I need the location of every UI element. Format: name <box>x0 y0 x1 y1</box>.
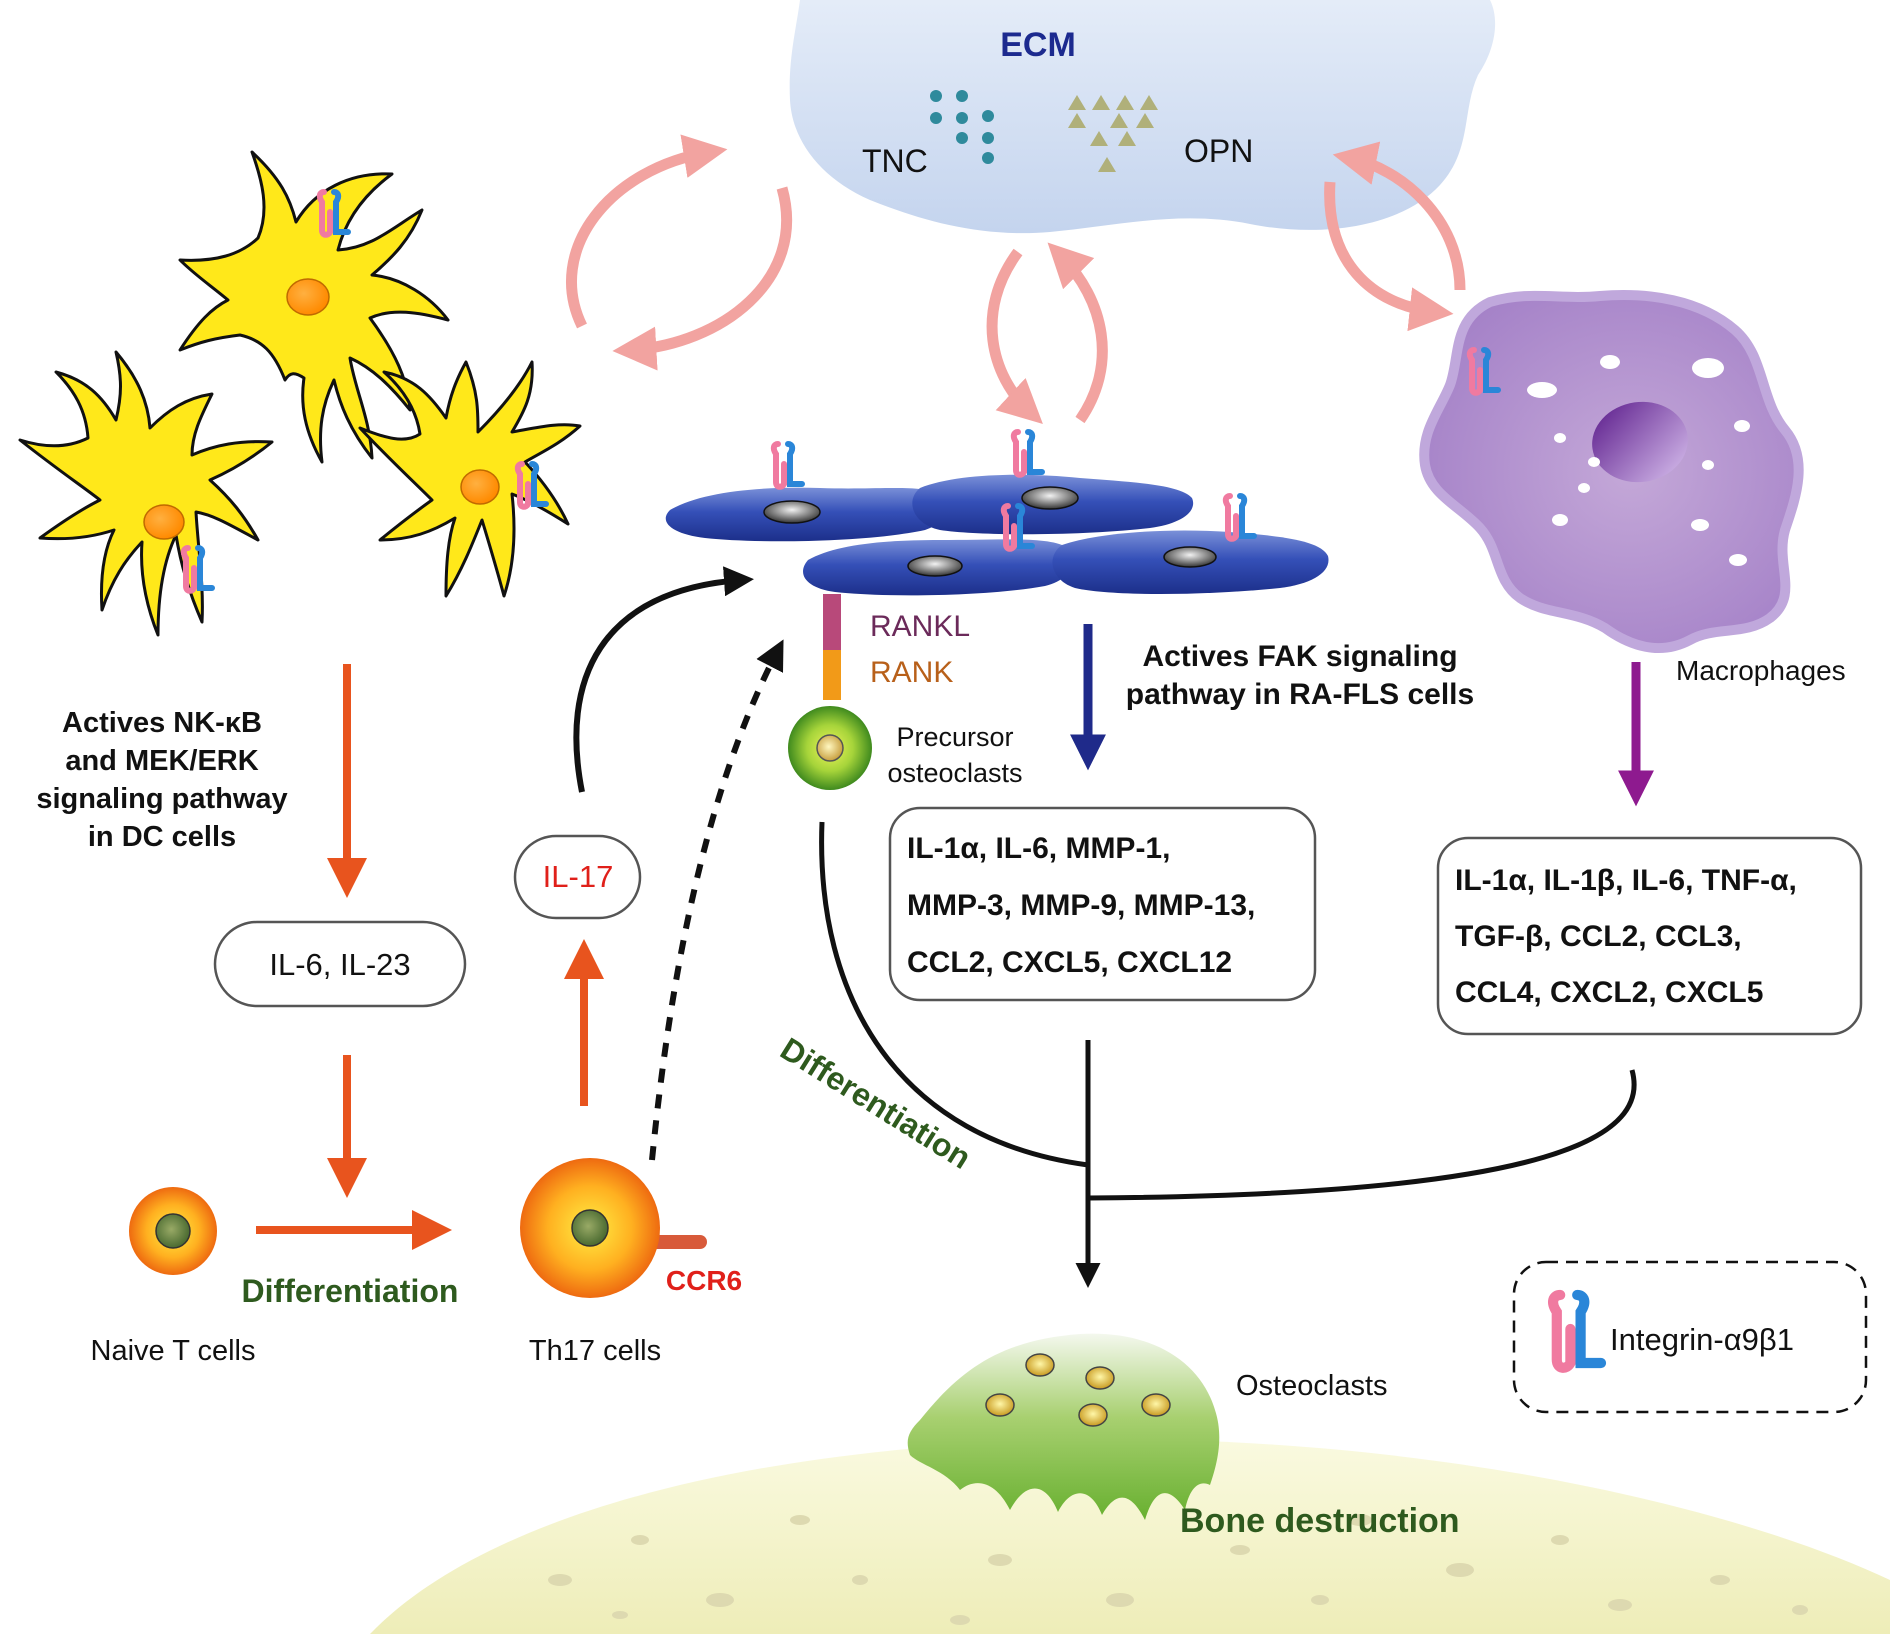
fls-cell <box>665 444 948 542</box>
orange-arrows <box>256 664 604 1250</box>
bone <box>370 1439 1890 1634</box>
opn-triangles-icon <box>1068 95 1158 172</box>
macrophage <box>1419 290 1804 653</box>
bone-texture <box>548 1514 1808 1625</box>
osteoclast-nuclei <box>985 1353 1171 1427</box>
dc-nucleus <box>286 278 330 316</box>
integrin-icon <box>1226 496 1254 539</box>
fls-signaling-line2: pathway in RA-FLS cells <box>1126 678 1474 711</box>
naive-t-cell <box>129 1187 217 1275</box>
osteoclasts-label: Osteoclasts <box>1236 1370 1388 1402</box>
convergence-lines <box>819 821 1637 1288</box>
macro-cytokines-line1: IL-1α, IL-1β, IL-6, TNF-α, <box>1455 864 1797 897</box>
integrin-icon <box>1014 432 1042 475</box>
t-cell-nucleus <box>155 1213 191 1249</box>
fls-cytokines-box: IL-1α, IL-6, MMP-1, MMP-3, MMP-9, MMP-13… <box>888 806 1317 1002</box>
macrophage-vacuoles <box>1527 355 1750 566</box>
dc-signaling-line2: and MEK/ERK <box>65 745 258 777</box>
t-differentiation-label: Differentiation <box>242 1273 459 1309</box>
precursor-osteoclast <box>788 706 872 790</box>
arrow-ecm-to-fls <box>986 248 1043 424</box>
il6-il23-text: IL-6, IL-23 <box>269 947 410 982</box>
dc-signaling-line3: signaling pathway <box>36 783 287 815</box>
legend-integrin: Integrin-α9β1 <box>1512 1260 1868 1414</box>
arrow-il17-to-fls <box>573 566 754 793</box>
dendritic-cell-right <box>358 360 582 598</box>
arrow-macro-to-ecm <box>1332 141 1466 291</box>
bone-destruction-label: Bone destruction <box>1180 1502 1460 1540</box>
il17-text: IL-17 <box>543 859 614 894</box>
fls-cell <box>803 506 1074 596</box>
il6-il23-box: IL-6, IL-23 <box>213 920 467 1008</box>
fls-cells <box>665 432 1329 596</box>
arrow-ecm-to-dc <box>612 186 793 371</box>
rank-label: RANK <box>870 656 953 689</box>
ccr6-label: CCR6 <box>666 1265 742 1296</box>
line-precursor-curve <box>819 821 1089 1168</box>
osteoclast <box>907 1333 1220 1520</box>
opn-label: OPN <box>1184 133 1253 169</box>
naive-t-label: Naive T cells <box>91 1335 256 1367</box>
t-cell-nucleus <box>571 1209 609 1247</box>
rankl-bar <box>823 594 841 650</box>
fls-cell <box>912 432 1194 535</box>
legend-integrin-label: Integrin-α9β1 <box>1610 1322 1794 1357</box>
ecm-title: ECM <box>1000 26 1076 64</box>
arrow-dc-to-ecm <box>566 134 728 329</box>
precursor-line1: Precursor <box>896 722 1013 752</box>
dc-nucleus <box>143 504 185 540</box>
precursor-line2: osteoclasts <box>887 758 1022 788</box>
macrophages-label: Macrophages <box>1676 655 1846 686</box>
arrow-th17-to-fls-dashed <box>649 639 784 1161</box>
th17-label: Th17 cells <box>529 1335 661 1367</box>
rank-bar <box>823 650 841 700</box>
fls-signaling-line1: Actives FAK signaling <box>1142 640 1457 673</box>
fls-cell <box>1052 496 1329 594</box>
fls-cytokines-line2: MMP-3, MMP-9, MMP-13, <box>907 889 1255 922</box>
fls-cytokines-line1: IL-1α, IL-6, MMP-1, <box>907 832 1170 865</box>
il17-box: IL-17 <box>513 834 642 920</box>
dendritic-cell-left <box>18 350 274 637</box>
macro-cytokines-line3: CCL4, CXCL2, CXCL5 <box>1455 976 1763 1009</box>
dc-nucleus <box>460 469 500 505</box>
th17-cell <box>520 1158 707 1298</box>
fls-cytokines-line3: CCL2, CXCL5, CXCL12 <box>907 946 1232 979</box>
tnc-dots-icon <box>930 90 994 164</box>
arrow-ecm-to-macro <box>1324 181 1454 332</box>
dendritic-cell-top <box>178 150 450 464</box>
arrow-fls-to-ecm <box>1047 242 1108 424</box>
dc-signaling-line4: in DC cells <box>88 821 236 853</box>
macrophage-nucleus <box>1592 401 1688 483</box>
tnc-label: TNC <box>862 143 928 179</box>
rankl-label: RANKL <box>870 610 970 643</box>
macrophage-cytokines-box: IL-1α, IL-1β, IL-6, TNF-α, TGF-β, CCL2, … <box>1436 836 1863 1036</box>
line-macro-curve <box>1087 1069 1637 1201</box>
black-arrows <box>573 566 784 1161</box>
fls-differentiation-label: Differentiation <box>774 1030 977 1175</box>
macro-cytokines-line2: TGF-β, CCL2, CCL3, <box>1455 920 1742 953</box>
ecm-cloud <box>789 0 1496 234</box>
dc-signaling-line1: Actives NK-κB <box>62 707 262 739</box>
pink-arrows <box>566 134 1466 424</box>
integrin-icon <box>774 444 802 487</box>
